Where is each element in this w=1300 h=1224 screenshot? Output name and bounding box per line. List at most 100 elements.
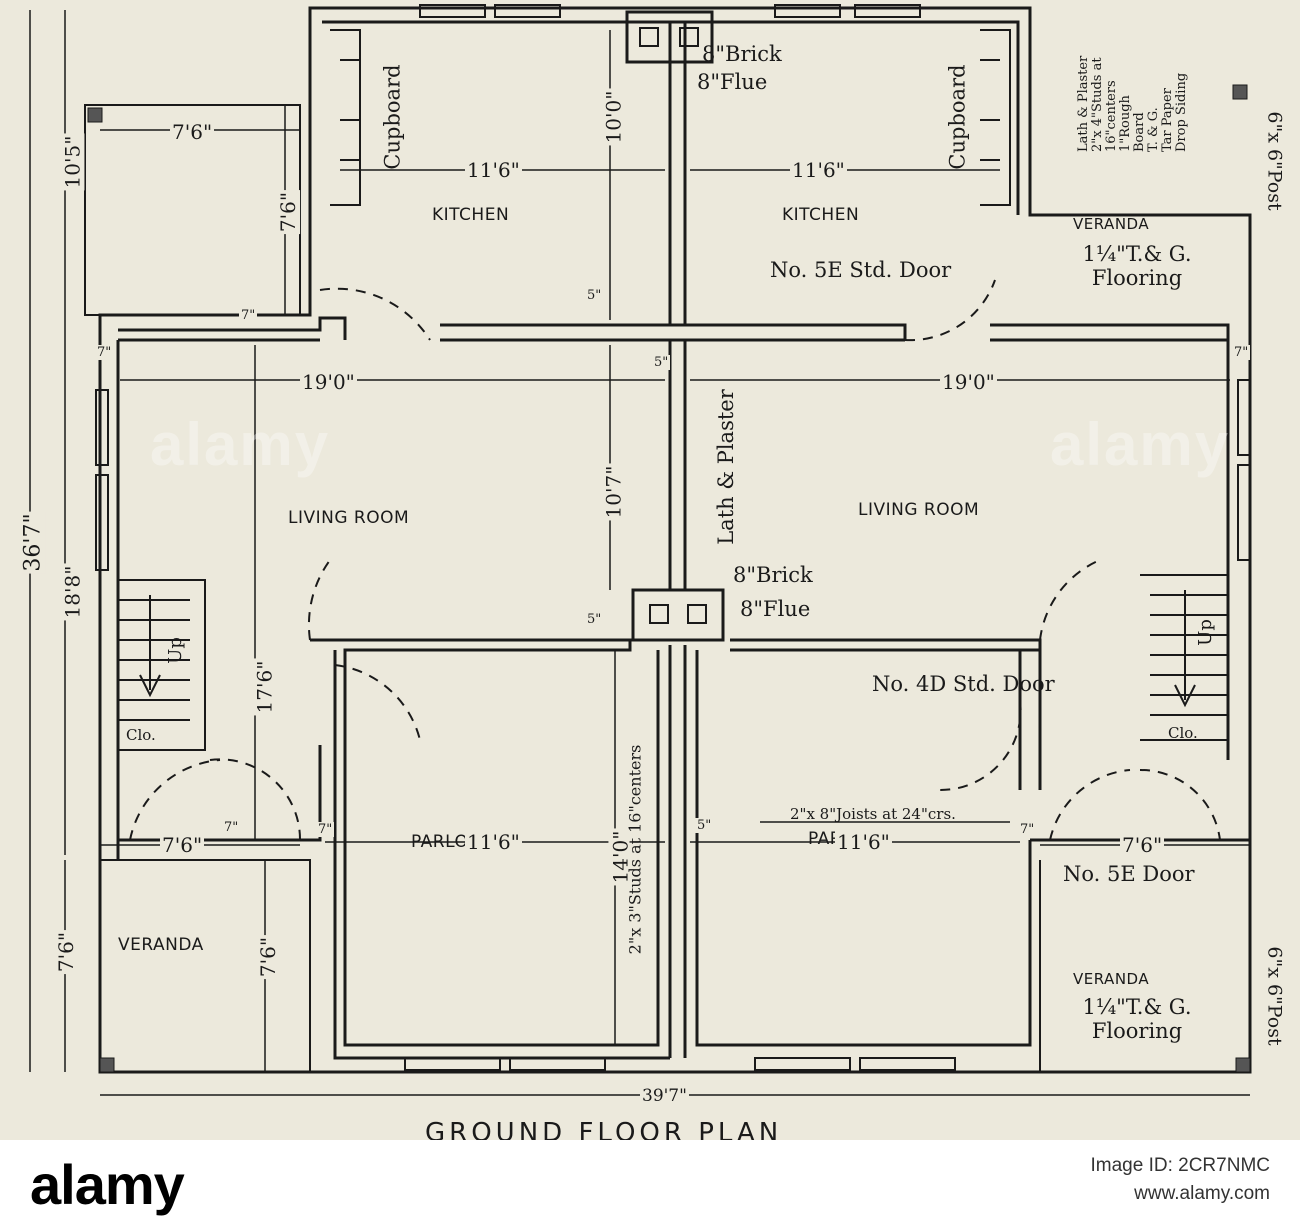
flue-top-a (639, 27, 659, 47)
stock-footer (0, 1140, 1300, 1224)
door-swing-parlor-left (334, 664, 421, 741)
parlor-left-box (343, 650, 660, 1047)
window-right-b (1237, 464, 1251, 561)
watermark-text: alamy (1050, 411, 1231, 478)
chimney-top (625, 10, 714, 64)
stair-arrow-left (139, 595, 161, 698)
dim-depth-bottom: 7'6" (54, 929, 79, 975)
door-swing-living-right (1039, 559, 1101, 641)
parlor-right-box (695, 650, 1032, 1047)
room-label-veranda-bottom-right: VERANDA (1073, 970, 1150, 988)
door-swing-front-right (1049, 769, 1131, 841)
dim-hall-depth: 17'6" (252, 658, 277, 716)
door-swing-living-left (307, 559, 331, 641)
dim-veranda-width-bottom-left: 7'6" (160, 833, 205, 857)
note-flooring-bottom: 1¼"T.& G. Flooring (1082, 995, 1192, 1043)
note-closet-left: Clo. (126, 726, 156, 744)
dim-wall-7-d: 7" (222, 820, 241, 835)
wall-section-line-1: Lath & Plaster (1076, 55, 1091, 152)
door-swing-front-left (129, 759, 221, 841)
door-swing-front-right-b (1139, 768, 1221, 841)
wall-section-line-6: Tar Paper (1160, 88, 1175, 152)
dim-wall-7-b: 7" (95, 345, 114, 360)
room-label-living-right: LIVING ROOM (858, 500, 980, 520)
cupboard-left-box (330, 29, 361, 206)
window-left-b (95, 474, 109, 571)
room-label-kitchen-right: KITCHEN (782, 205, 860, 225)
dim-living-depth: 10'7" (601, 463, 626, 521)
floor-plan-drawing: KITCHEN KITCHEN LIVING ROOM LIVING ROOM … (0, 0, 1300, 1148)
party-wall (668, 22, 687, 1058)
kitchen-living-wall (118, 316, 1230, 760)
stock-info: Image ID: 2CR7NMC www.alamy.com (1091, 1152, 1271, 1208)
window-top-b (494, 4, 561, 18)
window-right-a (1237, 379, 1251, 456)
post-top-left (87, 107, 103, 123)
note-stairs-up-right: Up (1194, 619, 1216, 646)
note-door-4d-std: No. 4D Std. Door (872, 672, 1055, 696)
dim-parlor-width-right: 11'6" (835, 830, 892, 854)
cupboard-right-box (980, 29, 1011, 206)
dim-parlor-width-left: 11'6" (465, 830, 522, 854)
note-door-5e: No. 5E Door (1063, 862, 1195, 886)
note-cupboard-right: Cupboard (945, 64, 970, 170)
note-lath-plaster: Lath & Plaster (713, 389, 738, 545)
dim-total-depth: 36'7" (20, 511, 46, 574)
note-brick-mid: 8"Brick (733, 563, 813, 587)
stair-arrow-right (1174, 590, 1196, 708)
dim-kitchen-depth: 10'0" (601, 88, 626, 146)
note-post-bottom: 6"x 6"Post (1263, 946, 1286, 1046)
window-top-d (854, 4, 921, 18)
dim-kitchen-width-right: 11'6" (790, 158, 847, 182)
note-brick-top: 8"Brick (702, 42, 782, 66)
dim-wall-7-f: 7" (1018, 822, 1037, 837)
dim-wall-7-e: 7" (316, 822, 335, 837)
post-bottom-left (99, 1057, 115, 1073)
flue-mid-b (687, 604, 707, 624)
post-top-right (1232, 84, 1248, 100)
image-id: Image ID: 2CR7NMC (1090, 1155, 1271, 1176)
wall-section-line-5: T. & G. (1146, 107, 1161, 152)
note-closet-right: Clo. (1168, 724, 1198, 742)
dim-wall-5-d: 5" (695, 818, 714, 833)
room-label-veranda-top-right: VERANDA (1073, 215, 1150, 233)
wall-section-line-7: Drop Siding (1174, 72, 1189, 152)
veranda-top-left (84, 104, 301, 316)
chimney-mid (631, 588, 725, 642)
dim-wall-7-a: 7" (239, 308, 258, 323)
note-cupboard-left: Cupboard (380, 64, 405, 170)
dim-total-width: 39'7" (640, 1086, 689, 1106)
window-bottom-d (859, 1057, 956, 1071)
note-door-5e-std: No. 5E Std. Door (770, 258, 952, 282)
dim-veranda-depth-top: 7'6" (276, 189, 301, 235)
note-flue-mid: 8"Flue (740, 597, 811, 621)
inner-wall-line (322, 20, 1020, 215)
wall-section-legend: Lath & Plaster 2"x 4"Studs at 16"centers… (1035, 5, 1230, 195)
dim-veranda-width-bottom-right: 7'6" (1120, 833, 1165, 857)
dim-wall-5-c: 5" (585, 612, 604, 627)
wall-section-line-2: 2"x 4"Studs at (1090, 57, 1105, 152)
dim-depth-top: 10'5" (60, 133, 85, 191)
dim-veranda-depth-bottom-left: 7'6" (256, 934, 281, 980)
site-url: www.alamy.com (1134, 1183, 1270, 1204)
window-top-a (419, 4, 486, 18)
note-flooring-top: 1¼"T.& G. Flooring (1082, 242, 1192, 290)
room-label-kitchen-left: KITCHEN (432, 205, 510, 225)
note-joists: 2"x 8"Joists at 24"crs. (790, 805, 956, 823)
window-bottom-b (509, 1057, 606, 1071)
dim-kitchen-width-left: 11'6" (465, 158, 522, 182)
stairs-left (118, 579, 206, 751)
veranda-bottom-left-box (100, 859, 311, 1072)
wall-section-line-4: 1"Rough Board (1118, 95, 1147, 152)
note-flue-top: 8"Flue (697, 70, 768, 94)
dim-wall-7-c: 7" (1232, 345, 1251, 360)
flue-top-b (679, 27, 699, 47)
dim-wall-5-b: 5" (652, 355, 671, 370)
note-stairs-up-left: Up (164, 637, 186, 664)
wall-section-line-3: 16"centers (1104, 80, 1119, 152)
door-swing-kitchen-left (319, 287, 431, 341)
window-left-a (95, 389, 109, 466)
post-bottom-right (1235, 1057, 1251, 1073)
alamy-logo: alamy (30, 1153, 185, 1216)
watermark-text: alamy (150, 411, 331, 478)
